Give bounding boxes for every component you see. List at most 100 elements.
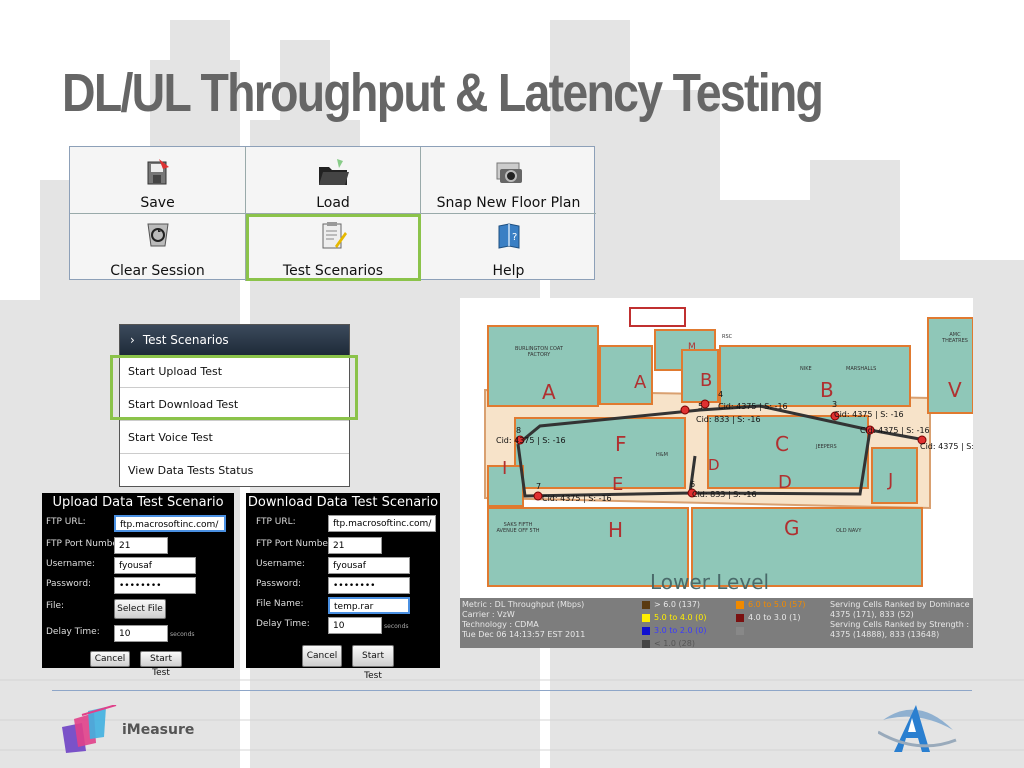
menu-help[interactable]: ? Help [421,214,596,281]
store-name-jeepers: JEEPERS [816,444,837,450]
point-number: 5 [698,402,704,411]
store-name-burlington: BURLINGTON COAT FACTORY [514,346,563,358]
port-input[interactable]: 21 [114,537,168,554]
download-dialog-title: Download Data Test Scenario [247,495,439,510]
legend-swatch [642,627,650,635]
point-number: 4 [718,390,724,399]
menu-clear-session[interactable]: Clear Session [70,214,246,281]
port-label: FTP Port Number: [256,539,335,549]
start-test-button[interactable]: Start Test [140,651,182,678]
store-h: H [608,518,624,542]
store-m: M [688,342,696,352]
store-name-hm: H&M [656,452,668,458]
password-label: Password: [46,579,92,589]
store-label-d: D [708,456,720,474]
chevron-right-icon: › [130,333,135,347]
legend-range: 4.0 to 3.0 (1) [748,613,801,622]
app-menu: Save Load Snap New Floor Plan Clear Sess… [69,146,596,281]
delay-input[interactable]: 10 [328,617,382,634]
menu-save[interactable]: Save [70,147,246,214]
username-label: Username: [46,559,95,569]
ftp-url-label: FTP URL: [46,517,86,527]
password-input[interactable]: •••••••• [114,577,196,594]
ftp-url-label: FTP URL: [256,517,296,527]
a-logo [878,705,957,752]
cell-label: Cid: 4375 | S: -16 [718,402,788,411]
cell-label: Cid: 833 | S: -16 [696,415,761,424]
cancel-button[interactable]: Cancel [90,651,130,667]
start-upload-test-item[interactable]: Start Upload Test [120,355,349,388]
download-dialog: Download Data Test Scenario FTP URL: ftp… [246,493,440,681]
menu-test-scenarios[interactable]: Test Scenarios [246,214,421,281]
scenarios-title: Test Scenarios [142,333,229,347]
cell-label: Cid: 4375 | S: -16 [920,442,973,451]
password-input[interactable]: •••••••• [328,577,410,594]
help-book-icon: ? [498,223,519,249]
store-name-saks: SAKS FIFTH AVENUE OFF 5TH [496,522,540,534]
menu-label: Save [140,195,175,211]
ftp-url-input[interactable]: ftp.macrosoftinc.com/ [114,515,226,532]
menu-load[interactable]: Load [246,147,421,214]
legend-dominance: Serving Cells Ranked by Dominace : [830,600,973,609]
view-data-tests-status-item[interactable]: View Data Tests Status [128,464,254,477]
page-title: DL/UL Throughput & Latency Testing [62,63,824,123]
menu-label: Snap New Floor Plan [436,195,581,211]
store-j: J [888,470,894,491]
recycle-icon [146,223,169,247]
delay-label: Delay Time: [46,627,100,637]
legend-strength: Serving Cells Ranked by Strength : [830,620,970,629]
store-name-old-navy: OLD NAVY [836,528,862,534]
legend-date: Tue Dec 06 14:13:57 EST 2011 [462,630,586,639]
cancel-button[interactable]: Cancel [302,645,342,667]
file-label: File: [46,601,65,611]
port-label: FTP Port Number: [46,539,125,549]
start-download-test-item[interactable]: Start Download Test [120,388,349,421]
menu-label: Clear Session [110,263,205,279]
store-e: E [612,474,624,495]
upload-dialog-title: Upload Data Test Scenario [52,495,224,510]
point-number: 7 [536,482,542,491]
point-number: 6 [690,480,696,489]
file-name-label: File Name: [256,599,304,609]
test-scenarios-header: › Test Scenarios [120,325,349,355]
footer-divider [52,690,972,691]
store-g: G [784,516,800,540]
start-test-button[interactable]: Start Test [352,645,394,681]
delay-label: Delay Time: [256,619,310,629]
legend-metric: Metric : DL Throughput (Mbps) [462,600,585,609]
point-number: 8 [516,426,522,435]
menu-label: Load [316,195,350,211]
store-v: V [948,378,962,402]
lower-level-label: Lower Level [650,570,770,594]
delay-input[interactable]: 10 [114,625,168,642]
scenario-highlight [110,355,358,420]
legend-range: 6.0 to 5.0 (57) [748,600,806,609]
legend-carrier: Carrier : VzW [462,610,515,619]
clipboard-icon [322,222,347,249]
start-voice-test-item[interactable]: Start Voice Test [120,421,349,454]
store-b2: B [820,378,834,402]
store-name-rsc: RSC [722,334,733,340]
delay-unit: seconds [170,631,195,638]
username-input[interactable]: fyousaf [328,557,410,574]
select-file-button[interactable]: Select File [114,599,166,619]
username-input[interactable]: fyousaf [114,557,196,574]
map-legend: Metric : DL Throughput (Mbps) Carrier : … [460,598,973,648]
password-label: Password: [256,579,302,589]
menu-label: Help [492,263,525,279]
test-scenarios-menu: › Test Scenarios Start Upload Test Start… [119,324,350,487]
legend-swatch [642,640,650,648]
store-a2: A [634,372,647,393]
menu-snap-floor-plan[interactable]: Snap New Floor Plan [421,147,596,214]
legend-swatch [736,614,744,622]
ftp-url-input[interactable]: ftp.macrosoftinc.com/ [328,515,436,532]
port-input[interactable]: 21 [328,537,382,554]
delay-unit: seconds [384,623,409,630]
cell-label: Cid: 833 | S: -16 [692,490,757,499]
username-label: Username: [256,559,305,569]
legend-dominance-values: 4375 (171), 833 (52) [830,610,914,619]
folder-icon [319,159,349,185]
store-i: I [502,458,508,479]
file-name-input[interactable]: temp.rar [328,597,410,614]
legend-range: 3.0 to 2.0 (0) [654,626,707,635]
